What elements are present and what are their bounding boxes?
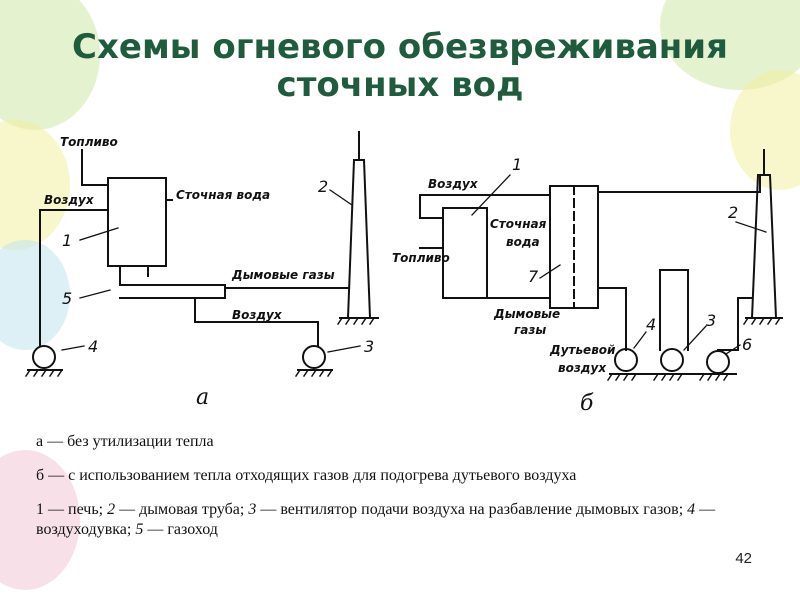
- legend-5-num: 5: [135, 521, 144, 538]
- dilution-air-line: [194, 297, 319, 346]
- label-waste-water-a: Сточная вода: [176, 188, 270, 202]
- leader-3: [327, 345, 361, 353]
- leader-7-b: [539, 264, 561, 279]
- legend-3: — вентилятор подачи воздуха на разбавлен…: [256, 501, 688, 518]
- leader-4: [61, 345, 85, 351]
- label-waste-water-b-2: вода: [506, 235, 540, 249]
- caption-line-b: б — с использованием тепла отходящих газ…: [36, 467, 577, 484]
- leader-4-b: [633, 331, 647, 349]
- balloon-decoration: [0, 240, 70, 350]
- leader-2: [329, 189, 353, 206]
- blower-air-line-b: [597, 287, 627, 351]
- hot-gas-line-b: [597, 174, 761, 193]
- number-3-a: 3: [364, 337, 374, 356]
- chimney-2-b: [750, 174, 778, 319]
- legend-4-num: 4: [687, 501, 696, 518]
- number-7-b: 7: [528, 267, 539, 286]
- page-number: 42: [735, 550, 752, 567]
- title-line-1: Схемы огневого обезвреживания: [72, 27, 728, 67]
- exhaust-fan-line-b: [717, 297, 753, 351]
- legend-1: 1 — печь;: [36, 501, 108, 518]
- number-5-a: 5: [62, 289, 72, 308]
- label-flue-gases-a: Дымовые газы: [231, 268, 335, 282]
- ground-hatch: [606, 372, 730, 382]
- leader-1: [79, 227, 119, 241]
- fan-3: [302, 345, 326, 369]
- label-air-b: Воздух: [428, 177, 479, 191]
- leader-2-b: [735, 221, 767, 233]
- blower-4-b: [614, 348, 638, 372]
- label-blower-air-b-2: воздух: [558, 361, 607, 375]
- ground-hatch: [294, 368, 334, 378]
- gas-duct-5: [119, 265, 226, 299]
- title-line-2: сточных вод: [276, 65, 524, 105]
- number-4-b: 4: [646, 315, 656, 334]
- legend-2: — дымовая труба;: [115, 501, 249, 518]
- label-flue-gases-b-2: газы: [514, 323, 546, 337]
- leader-3-b: [683, 325, 707, 351]
- number-1-b: 1: [512, 155, 522, 174]
- legend-4: — воздуходувка;: [36, 501, 716, 538]
- number-4-a: 4: [88, 337, 98, 356]
- air-line-b: [419, 194, 551, 219]
- leader-5: [79, 289, 111, 299]
- scheme-b: [419, 149, 783, 382]
- wastewater-schemes-diagram: Топливо Воздух Сточная вода Дымовые газы…: [24, 131, 783, 416]
- slide-title: Схемы огневого обезвреживания сточных во…: [0, 28, 800, 104]
- sublabel-a: а: [196, 385, 209, 410]
- number-3-b: 3: [706, 311, 716, 330]
- dilution-line-b: [659, 269, 689, 351]
- scheme-a: [24, 131, 379, 378]
- ground-hatch: [336, 316, 376, 326]
- label-blower-air-b-1: Дутьевой: [549, 343, 616, 357]
- leader-6-b: [725, 344, 741, 355]
- caption: а — без утилизации тепла б — с использов…: [36, 432, 736, 540]
- chimney-2: [346, 159, 372, 319]
- caption-line-a: а — без утилизации тепла: [36, 433, 214, 450]
- ground-hatch: [742, 316, 782, 326]
- furnace-1-b: [442, 207, 488, 299]
- label-flue-gases-b-1: Дымовые: [493, 307, 560, 321]
- ground-hatch: [24, 368, 64, 378]
- legend-3-num: 3: [248, 501, 257, 518]
- air-line: [39, 209, 109, 346]
- label-air-top-a: Воздух: [44, 193, 95, 207]
- legend-5: — газоход: [143, 521, 218, 538]
- number-6-b: 6: [742, 335, 752, 354]
- leader-1-b: [471, 174, 511, 216]
- fan-3-b: [660, 348, 684, 372]
- label-fuel-b: Топливо: [392, 251, 450, 265]
- label-fuel-a: Топливо: [60, 135, 118, 149]
- furnace-1: [107, 177, 167, 267]
- label-air-bottom-a: Воздух: [232, 308, 283, 322]
- legend-2-num: 2: [107, 501, 116, 518]
- caption-legend: 1 — печь; 2 — дымовая труба; 3 — вентиля…: [36, 500, 736, 540]
- number-1-a: 1: [62, 231, 72, 250]
- number-2-a: 2: [318, 177, 328, 196]
- blower-4: [32, 345, 56, 369]
- sublabel-b: б: [580, 391, 594, 416]
- number-2-b: 2: [728, 203, 738, 222]
- label-waste-water-b-1: Сточная: [490, 217, 547, 231]
